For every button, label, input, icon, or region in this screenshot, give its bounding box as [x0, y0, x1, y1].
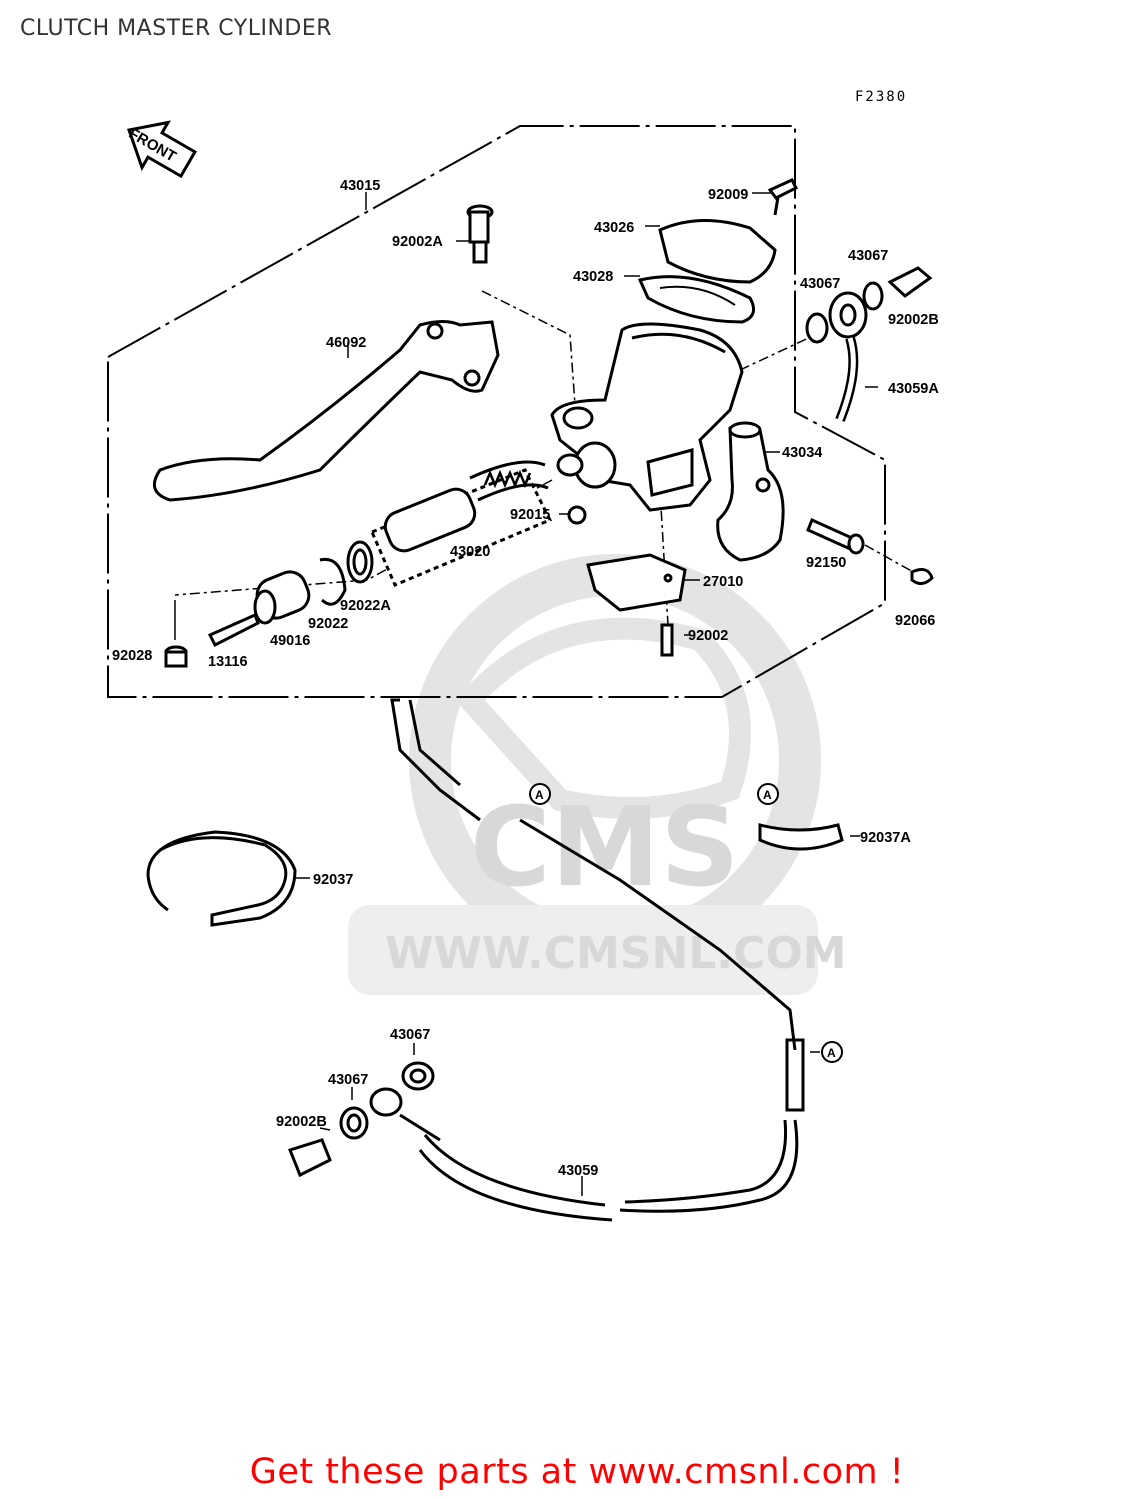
footer-promo-text: Get these parts at www.cmsnl.com !	[249, 1452, 905, 1492]
part-label-43067-bottom-upper: 43067	[390, 1027, 430, 1043]
part-label-92037a: 92037A	[860, 830, 911, 846]
part-label-92002b-bottom: 92002B	[276, 1114, 327, 1130]
part-label-43020: 43020	[450, 544, 490, 560]
part-label-92002: 92002	[688, 628, 728, 644]
part-label-92037: 92037	[313, 872, 353, 888]
part-labels: 43015 92009 43026 92002A 43028 43067 430…	[112, 178, 939, 1179]
assembly-boundary	[107, 125, 886, 698]
part-label-43026: 43026	[594, 220, 634, 236]
part-label-92066: 92066	[895, 613, 935, 629]
handlebar-clamp	[716, 421, 785, 562]
clutch-hose	[390, 698, 805, 1222]
seal-rings	[164, 540, 374, 668]
part-label-43034: 43034	[782, 445, 822, 461]
footer-promo-link[interactable]: Get these parts at www.cmsnl.com !	[0, 1452, 1146, 1492]
reservoir-cap	[637, 219, 777, 324]
piston-kit	[370, 460, 553, 587]
ref-letter-a-1: A	[535, 788, 544, 802]
ref-letter-a-2: A	[763, 788, 772, 802]
part-label-46092: 46092	[326, 335, 366, 351]
reference-markers: A A A	[529, 783, 843, 1063]
part-label-43059a: 43059A	[888, 381, 939, 397]
clutch-switch	[586, 553, 687, 657]
watermark-url: WWW.CMSNL.COM	[385, 928, 847, 979]
part-label-92002b-top: 92002B	[888, 312, 939, 328]
part-label-43028: 43028	[573, 269, 613, 285]
part-label-92150: 92150	[806, 555, 846, 571]
part-label-92022: 92022	[308, 616, 348, 632]
clutch-lever	[152, 320, 500, 502]
front-arrow-icon: FRONT	[126, 120, 197, 179]
part-label-92022a: 92022A	[340, 598, 391, 614]
page-title: CLUTCH MASTER CYLINDER	[20, 16, 333, 41]
banjo-fitting-top	[805, 266, 933, 422]
pivot-bolt	[466, 204, 494, 264]
part-label-92015: 92015	[510, 507, 550, 523]
figure-code: F2380	[855, 89, 907, 105]
hose-clamps	[146, 823, 844, 927]
part-label-27010: 27010	[703, 574, 743, 590]
part-label-49016: 49016	[270, 633, 310, 649]
part-label-92028: 92028	[112, 648, 152, 664]
part-label-43067-top-left: 43067	[800, 276, 840, 292]
part-label-43015: 43015	[340, 178, 380, 194]
part-label-13116: 13116	[208, 654, 248, 670]
ref-marker-a-3: A	[821, 1041, 843, 1063]
clamp-bolt	[567, 505, 934, 585]
master-cylinder-body	[550, 322, 744, 512]
part-label-92002a: 92002A	[392, 234, 443, 250]
banjo-fitting-bottom	[288, 1061, 441, 1178]
part-label-43067-bottom-lower: 43067	[328, 1072, 368, 1088]
ref-letter-a-3: A	[827, 1046, 836, 1060]
part-label-43067-top-right: 43067	[848, 248, 888, 264]
part-label-43059: 43059	[558, 1163, 598, 1179]
part-label-92009: 92009	[708, 187, 748, 203]
watermark-brand: CMS	[470, 783, 739, 911]
ref-marker-a-2: A	[757, 783, 779, 805]
screw-92009	[767, 178, 799, 216]
ref-marker-a-1: A	[529, 783, 551, 805]
